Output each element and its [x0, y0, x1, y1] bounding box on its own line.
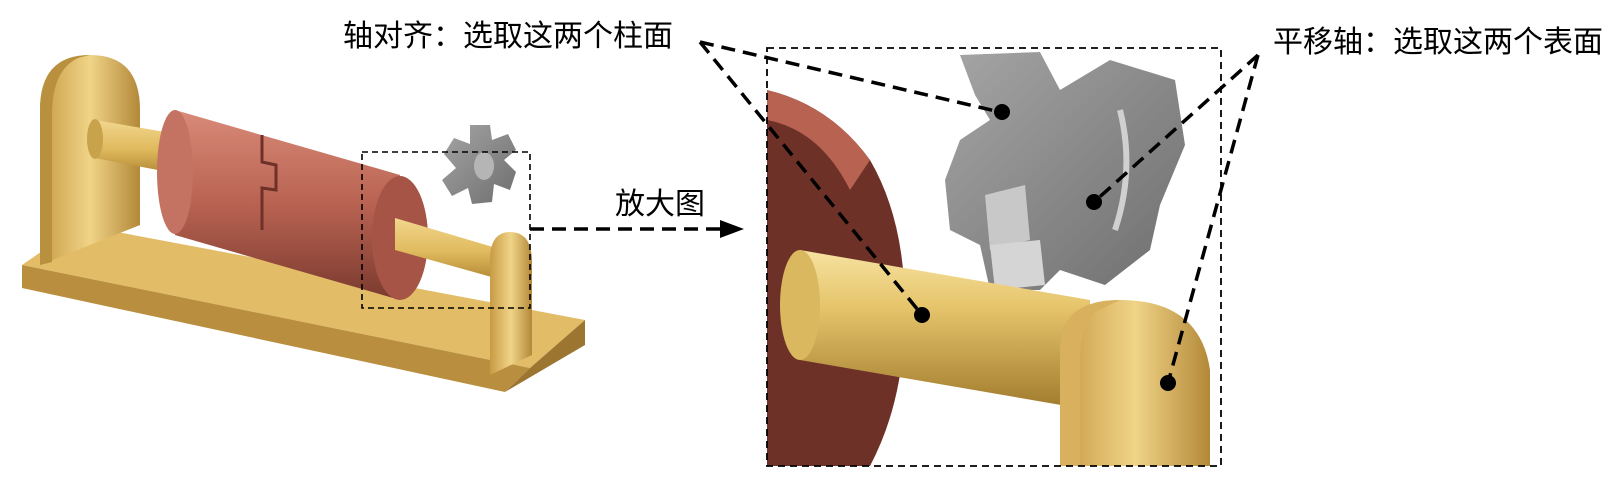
left-support-edge — [40, 55, 90, 265]
coupling-left-end — [157, 110, 193, 234]
zoom-view — [766, 47, 1222, 467]
zoom-frame — [766, 47, 1222, 467]
base-plate-top — [22, 225, 585, 368]
zoom-support — [1060, 300, 1210, 466]
translate-axis-leaders — [1092, 53, 1260, 384]
coupling-jaw — [260, 135, 278, 230]
small-gear — [442, 125, 516, 204]
arrow-right-icon — [720, 220, 744, 238]
axis-align-leaders — [698, 40, 1001, 317]
right-shaft — [395, 218, 520, 285]
pick-point-dot-gear-face — [1086, 194, 1102, 210]
left-support — [40, 55, 140, 265]
translate-axis-label: 平移轴：选取这两个表面 — [1273, 25, 1603, 60]
zoom-gear — [945, 52, 1185, 290]
pick-point-dot-shaft — [914, 307, 930, 323]
pick-point-dot-support-face — [1160, 375, 1176, 391]
pick-point-dot-gear-bore — [994, 104, 1010, 120]
left-assembly — [22, 55, 585, 392]
right-support — [490, 232, 532, 375]
base-plate-side — [505, 320, 585, 392]
zoom-view-label: 放大图 — [615, 187, 705, 222]
coupling-body — [175, 110, 400, 300]
zoom-shaft — [785, 250, 1090, 410]
base-plate-front — [22, 265, 530, 392]
axis-align-label: 轴对齐：选取这两个柱面 — [343, 19, 673, 54]
